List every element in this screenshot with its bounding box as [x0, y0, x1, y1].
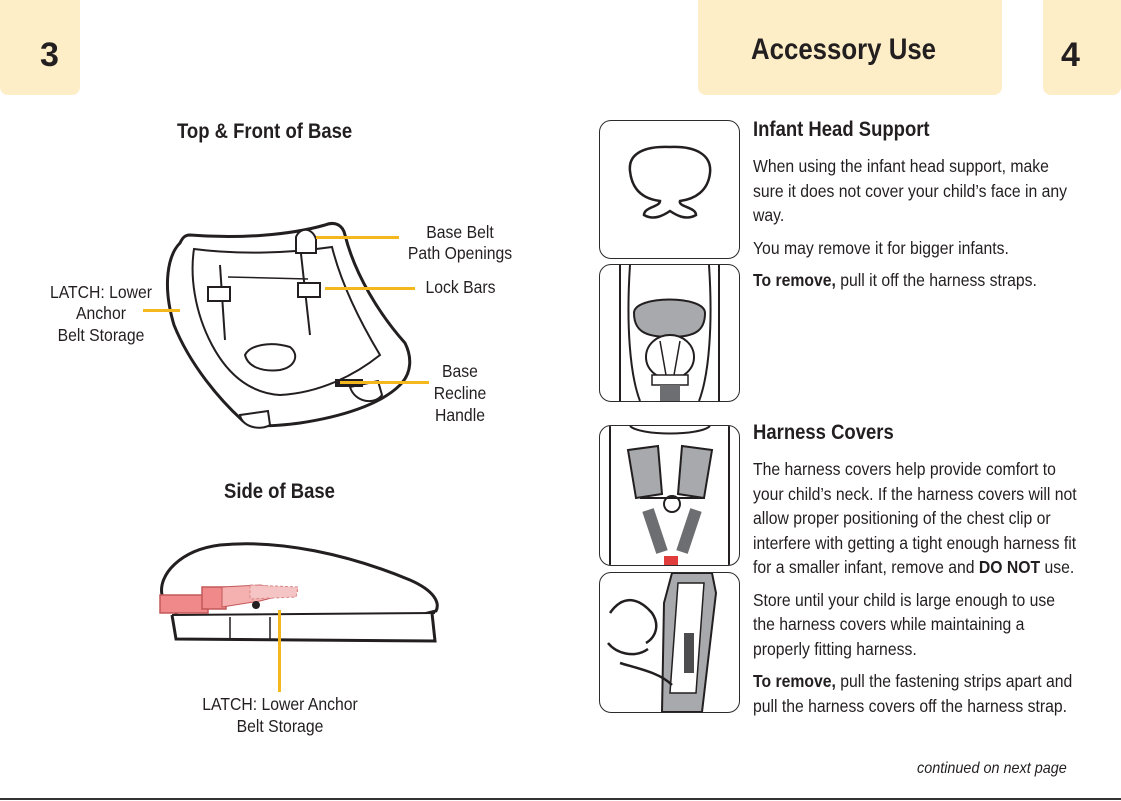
head-support-paragraph-2: You may remove it for bigger infants.: [753, 237, 1009, 258]
latch-top-label-line-1: LATCH: Lower: [49, 282, 153, 302]
continued-note: continued on next page: [917, 760, 1067, 777]
right-page-number: 4: [1061, 36, 1080, 74]
head-support-remove-bold: To remove,: [753, 270, 836, 290]
recline-label-line-3: Handle: [435, 405, 485, 425]
harness-covers-paragraph-1: The harness covers help provide comfort …: [753, 457, 1077, 580]
harness-remove-bold: To remove,: [753, 671, 836, 691]
footer-rule: [0, 798, 1121, 800]
base-top-front-illustration: [165, 221, 412, 429]
harness-covers-paragraph-3: To remove, pull the fastening strips apa…: [753, 669, 1077, 718]
latch-side-label-line-2: Belt Storage: [236, 716, 324, 736]
latch-side-leader: [278, 610, 281, 692]
belt-path-label-line-2: Path Openings: [407, 243, 513, 263]
hand-removing-cover-icon: [607, 573, 718, 712]
head-support-image: [599, 120, 740, 259]
right-page-number-tab: [1043, 0, 1121, 95]
belt-path-label-line-1: Base Belt: [426, 222, 494, 242]
head-support-installed-image: [599, 264, 740, 402]
harness-covers-heading: Harness Covers: [753, 421, 894, 444]
recline-label-line-2: Recline: [433, 383, 487, 403]
lock-bars-leader: [325, 287, 415, 290]
section-title: Accessory Use: [751, 33, 937, 66]
latch-top-label-line-2: Anchor: [76, 303, 126, 323]
recline-leader: [340, 381, 429, 384]
head-support-paragraph-1: When using the infant head support, make…: [753, 156, 1068, 225]
latch-top-leader: [143, 309, 180, 312]
top-front-heading: Top & Front of Base: [177, 120, 353, 143]
head-support-heading: Infant Head Support: [753, 118, 930, 141]
head-support-text: When using the infant head support, make…: [753, 154, 1077, 293]
latch-side-label-line-1: LATCH: Lower Anchor: [202, 694, 358, 714]
head-support-remove-text: pull it off the harness straps.: [835, 270, 1037, 290]
do-not-bold: DO NOT: [978, 557, 1041, 577]
harness-covers-paragraph-1-end: use.: [1040, 557, 1075, 577]
head-support-paragraph-3: To remove, pull it off the harness strap…: [753, 268, 1077, 293]
latch-top-label-line-3: Belt Storage: [57, 325, 145, 345]
head-support-icon: [628, 145, 712, 219]
left-page-number-tab: [0, 0, 80, 95]
recline-label-line-1: Base: [442, 361, 478, 381]
harness-covers-paragraph-1-text: The harness covers help provide comfort …: [753, 459, 1077, 577]
harness-covers-icon: [609, 426, 730, 565]
harness-covers-image: [599, 425, 740, 566]
base-side-illustration: [159, 542, 439, 643]
harness-remove-text: pull the fastening strips apart and pull…: [753, 671, 1073, 716]
harness-covers-paragraph-2: Store until your child is large enough t…: [753, 589, 1056, 659]
belt-path-leader: [316, 236, 399, 239]
side-heading: Side of Base: [224, 480, 335, 503]
seat-head-support-icon: [619, 265, 720, 401]
section-title-tab: [698, 0, 1002, 95]
lock-bars-label: Lock Bars: [425, 277, 496, 297]
left-page-number: 3: [40, 36, 59, 74]
harness-cover-removal-image: [599, 572, 740, 713]
harness-covers-text: The harness covers help provide comfort …: [753, 457, 1077, 718]
